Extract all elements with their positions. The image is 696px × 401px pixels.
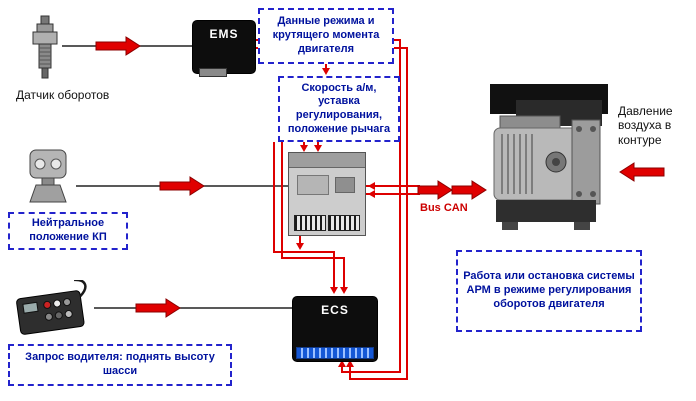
central-control-unit (288, 152, 366, 236)
ecs-unit: ECS (292, 296, 378, 362)
ems-label: EMS (209, 27, 239, 41)
air-pressure-arrow (619, 162, 665, 182)
ems-connector (199, 68, 227, 77)
sensor-arrow (95, 36, 141, 56)
black-signal-wires (62, 45, 292, 309)
switch-arrow (159, 176, 205, 196)
ecs-connector (296, 347, 374, 359)
ecu-detail-block (297, 175, 329, 195)
rpm-sensor-caption: Датчик оборотов (16, 88, 110, 102)
bus-can-label: Bus CAN (420, 202, 468, 214)
ecu-top-band (289, 153, 365, 168)
engine-data-callout: Данные режима и крутящего момента двигат… (258, 8, 394, 64)
apm-status-callout: Работа или остановка системы АРМ в режим… (456, 250, 642, 332)
remote-arrow (135, 298, 181, 318)
ecu-connector-left (294, 215, 326, 231)
ecu-detail-block-2 (335, 177, 355, 193)
gearbox-neutral-callout: Нейтральное положение КП (8, 212, 128, 250)
speed-sensor-icon (32, 15, 58, 79)
driver-remote-icon (16, 280, 87, 335)
air-compressor-photo (490, 84, 608, 230)
air-pressure-caption: Давление воздуха в контуре (618, 104, 673, 147)
ems-unit: EMS (192, 20, 256, 77)
bus-to-compressor-arrow-2 (451, 180, 487, 200)
driver-request-callout: Запрос водителя: поднять высоту шасси (8, 344, 232, 386)
bus-to-compressor-arrow-1 (417, 180, 453, 200)
ecs-label: ECS (321, 303, 349, 317)
gearbox-neutral-switch-icon (29, 149, 67, 203)
speed-setpoint-callout: Скорость а/м, уставка регулирования, пол… (278, 76, 400, 142)
ecu-connector-right (328, 215, 360, 231)
